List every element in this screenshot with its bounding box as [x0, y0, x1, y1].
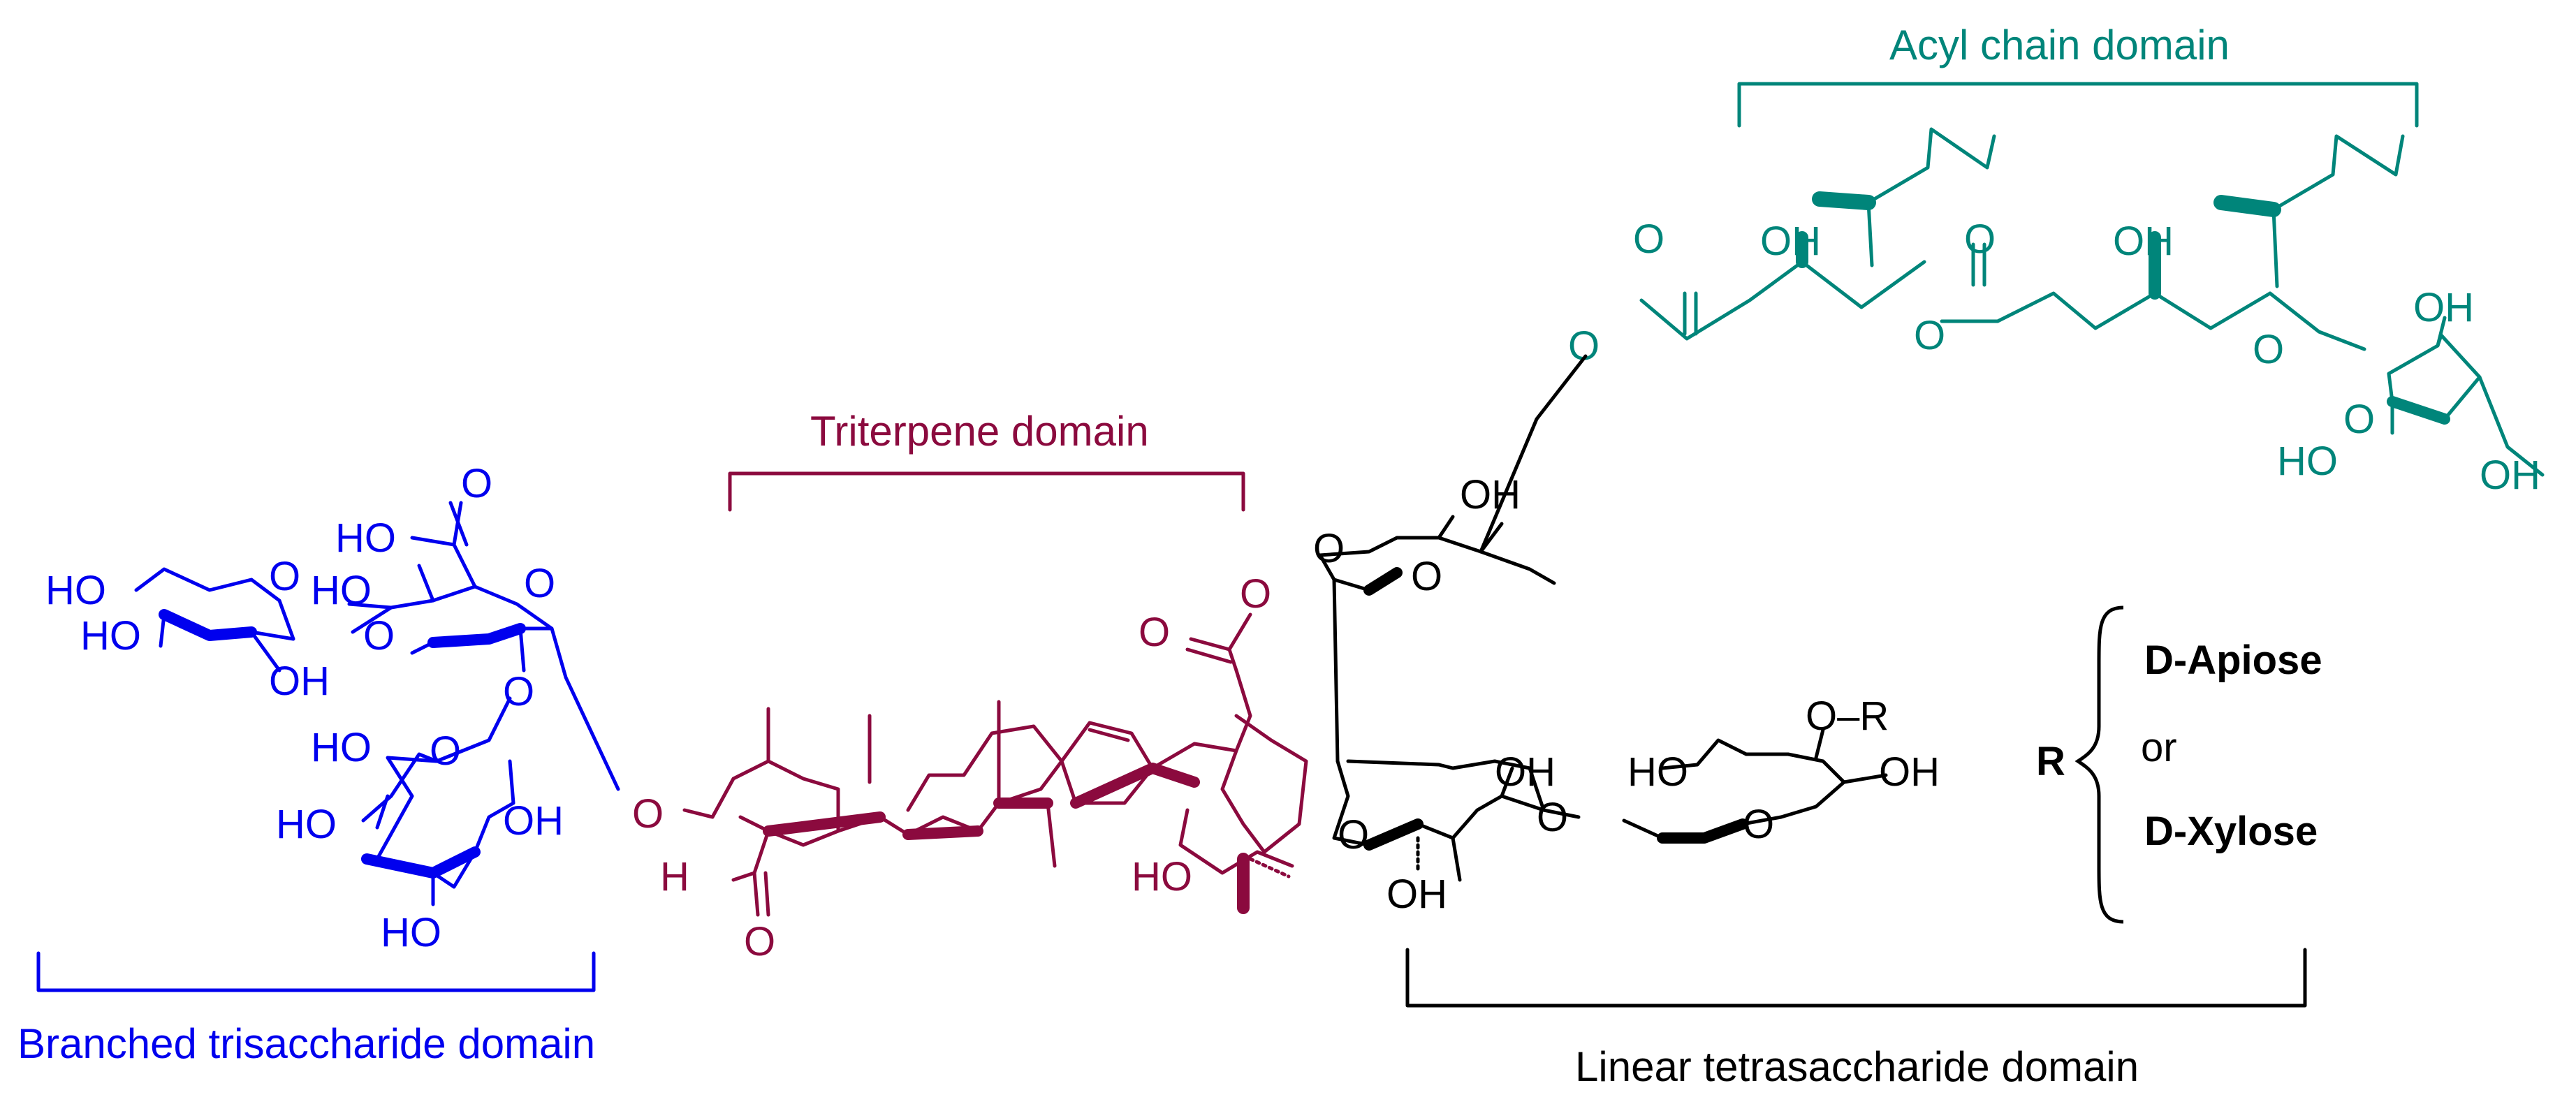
acyl-domain-label: Acyl chain domain — [1889, 22, 2230, 68]
acyl-o-carbonyl-2: O — [1964, 216, 1996, 262]
tri-ho-6: HO — [381, 910, 441, 955]
tri-ho-acid: HO — [335, 515, 396, 561]
r-or: or — [2141, 725, 2177, 770]
tetra-oh-bottom: OH — [1386, 872, 1447, 917]
triterpene-o-ester-carbonyl: O — [1139, 610, 1170, 655]
acyl-oh-1: OH — [1760, 219, 1821, 264]
acyl-o-link: O — [2253, 327, 2284, 372]
triterpene-o-glycoside: O — [632, 791, 664, 837]
tri-oh-1: OH — [269, 659, 330, 704]
r-brace — [2074, 605, 2124, 924]
triterpene-ho: HO — [1132, 854, 1192, 899]
r-label: R — [2036, 739, 2065, 784]
acyl-bracket — [1737, 82, 2419, 128]
r-group-legend: R D-Apiose or D-Xylose — [2036, 605, 2322, 924]
acyl-oh-2: OH — [2113, 219, 2174, 264]
tri-ho-5: HO — [276, 802, 337, 847]
tetrasaccharide-domain-label: Linear tetrasaccharide domain — [1575, 1043, 2139, 1090]
tetra-oh-mid: OH — [1495, 749, 1556, 795]
tetra-o-r-substituent: O–R — [1806, 693, 1889, 739]
tetrasaccharide-atoms: OH O O OH O OH O HO OH O O–R — [1313, 472, 1940, 917]
tetra-oh-xyl: OH — [1879, 749, 1940, 795]
tri-o-link-1: O — [363, 613, 395, 659]
tri-o-ring-3: O — [430, 728, 461, 774]
triterpene-domain — [682, 471, 1308, 917]
tetra-o-ring-a: O — [1313, 526, 1345, 571]
triterpene-o-aldehyde: O — [744, 919, 775, 964]
tetra-oh-top: OH — [1460, 472, 1521, 517]
tri-o-carbonyl: O — [461, 461, 492, 506]
triterpene-atoms: O H O O O HO — [632, 571, 1271, 964]
tri-o-link-2: O — [503, 669, 534, 714]
tetra-ho-xyl: HO — [1627, 749, 1688, 795]
tri-ho-2: HO — [311, 568, 372, 613]
tetra-o-ring-b: O — [1411, 554, 1442, 599]
triterpene-h-aldehyde: H — [660, 854, 689, 899]
tri-ho-4: HO — [311, 725, 372, 770]
tri-o-ring-2: O — [524, 561, 555, 606]
acyl-oh-sugar: OH — [2413, 285, 2474, 330]
acyl-chain-domain — [1639, 82, 2545, 477]
acyl-o-ester-2: O — [1914, 313, 1945, 358]
triterpene-domain-label: Triterpene domain — [810, 408, 1149, 455]
r-option-xylose: D-Xylose — [2144, 809, 2318, 854]
acyl-o-carbonyl-1: O — [1633, 216, 1664, 262]
tetra-o-ring-c: O — [1338, 812, 1369, 858]
triterpene-o-ester: O — [1240, 571, 1271, 617]
tetra-o-link-xyl: O — [1537, 795, 1568, 840]
tri-ho-3: HO — [80, 613, 141, 659]
acyl-o-ester-1: O — [1568, 323, 1600, 369]
acyl-chain-atoms: O OH O O OH O OH O O HO OH — [1568, 216, 2540, 498]
tetra-o-ring-xyl: O — [1743, 802, 1774, 847]
tri-ho-1: HO — [45, 568, 106, 613]
tri-oh-2: OH — [503, 798, 564, 844]
r-option-apiose: D-Apiose — [2144, 638, 2322, 683]
tetrasaccharide-bracket — [1405, 948, 2307, 1008]
trisaccharide-domain-label: Branched trisaccharide domain — [17, 1020, 595, 1067]
acyl-oh-ch2: OH — [2480, 453, 2540, 498]
acyl-o-ring: O — [2343, 397, 2375, 442]
tri-o-ring-1: O — [269, 554, 300, 599]
trisaccharide-bracket — [36, 951, 596, 992]
tetrasaccharide-domain — [1318, 354, 2307, 1008]
acyl-ho-sugar: HO — [2277, 439, 2338, 484]
trisaccharide-atoms: HO O HO HO O OH O HO O O HO O HO OH HO — [45, 461, 564, 955]
triterpene-bracket — [728, 471, 1245, 512]
trisaccharide-domain — [36, 501, 620, 992]
